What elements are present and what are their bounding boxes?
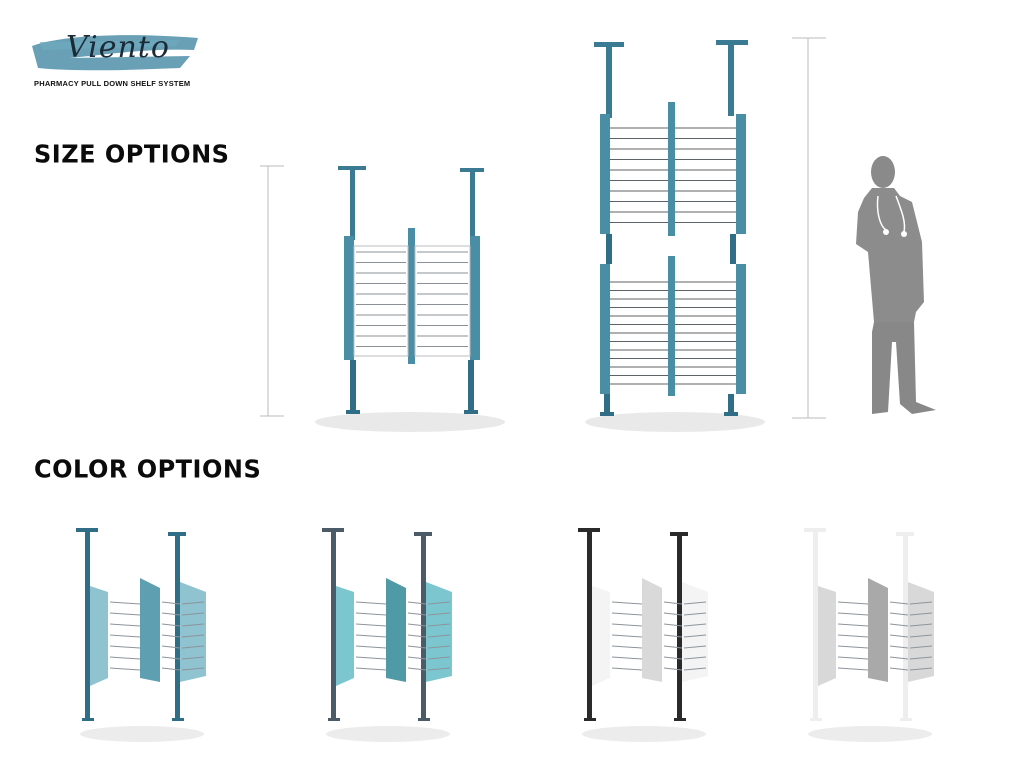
shelf-unit-all-white <box>804 528 934 742</box>
size-options-heading: SIZE OPTIONS <box>34 139 230 169</box>
human-silhouette-icon <box>856 156 936 414</box>
height-marker-icon <box>792 37 826 419</box>
shelf-unit-aqua-slate <box>322 528 452 742</box>
brand-subtitle: PHARMACY PULL DOWN SHELF SYSTEM <box>34 79 191 88</box>
shelf-unit-double <box>585 40 765 432</box>
shelf-unit-black-white <box>578 528 708 742</box>
brand-name: Viento <box>66 30 170 65</box>
shelf-unit-single <box>315 166 505 432</box>
shelf-unit-teal-blue <box>76 528 206 742</box>
brush-stroke-icon <box>32 35 198 71</box>
color-options-heading: COLOR OPTIONS <box>34 454 262 484</box>
height-marker-icon <box>260 165 284 417</box>
